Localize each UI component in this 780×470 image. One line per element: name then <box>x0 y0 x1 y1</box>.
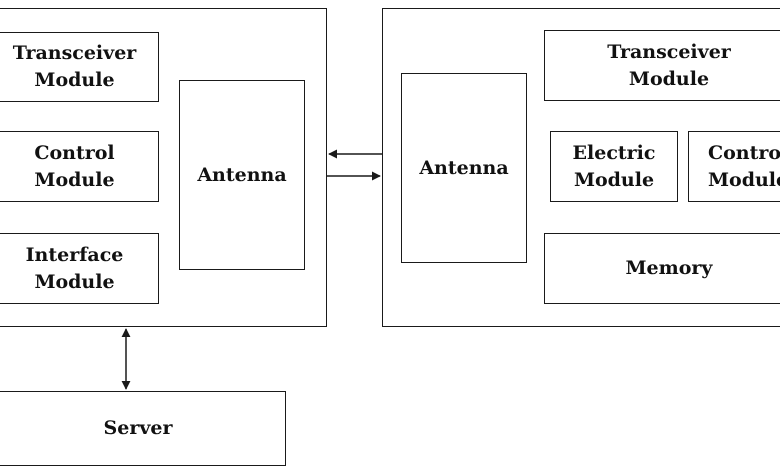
reader-interface-module: Interface Module <box>0 233 159 304</box>
reader-control-module-label: Control Module <box>34 141 115 191</box>
tag-electric-module: Electric Module <box>550 131 678 202</box>
tag-memory: Memory <box>544 233 780 304</box>
reader-transceiver-module-label: Transceiver Module <box>12 42 137 91</box>
tag-antenna: Antenna <box>401 73 527 263</box>
tag-control-module: Control Module <box>688 131 780 202</box>
reader-control-module: Control Module <box>0 131 159 202</box>
tag-transceiver-module: Transceiver Module <box>544 30 780 101</box>
reader-antenna-label: Antenna <box>197 163 287 186</box>
tag-transceiver-module-label: Transceiver Module <box>607 40 731 90</box>
server-box: Server <box>0 391 286 466</box>
tag-control-module-label: Control Module <box>708 141 780 191</box>
server-label: Server <box>103 417 173 439</box>
tag-memory-label: Memory <box>625 257 713 279</box>
reader-transceiver-module: Transceiver Module <box>0 32 159 102</box>
tag-electric-module-label: Electric Module <box>572 141 656 191</box>
reader-antenna: Antenna <box>179 80 305 270</box>
tag-antenna-label: Antenna <box>419 156 509 179</box>
reader-interface-module-label: Interface Module <box>25 243 124 293</box>
